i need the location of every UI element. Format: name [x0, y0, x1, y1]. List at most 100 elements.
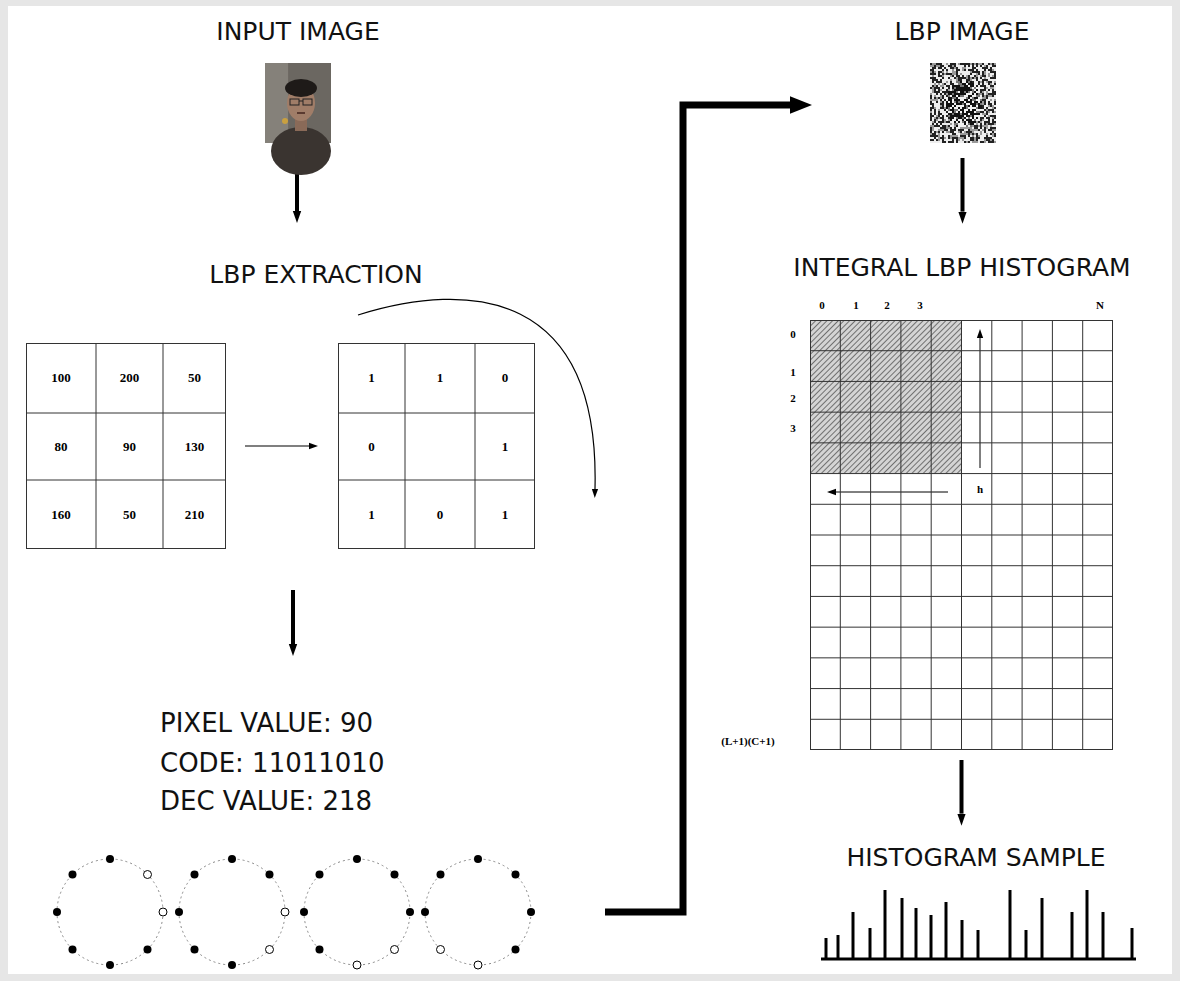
lbp-pixel	[954, 103, 956, 105]
lbp-pixel	[992, 117, 994, 119]
lbp-pixel	[966, 71, 968, 73]
lbp-pixel	[976, 95, 978, 97]
lbp-pixel	[948, 123, 950, 125]
lbp-pixel	[986, 97, 988, 99]
lbp-pixel	[958, 123, 960, 125]
lbp-pixel	[978, 95, 980, 97]
lbp-pixel	[990, 103, 992, 105]
cell-value: 1	[502, 507, 509, 522]
lbp-pixel	[980, 101, 982, 103]
lbp-pixel	[968, 133, 970, 135]
lbp-pixel	[968, 63, 970, 65]
lbp-pixel	[962, 75, 964, 77]
lbp-pixel	[990, 91, 992, 93]
cell-value-text: 0	[368, 439, 375, 454]
lbp-pixel	[934, 73, 936, 75]
lbp-pixel	[944, 129, 946, 131]
lbp-pixel	[988, 69, 990, 71]
lbp-pixel	[952, 79, 954, 81]
lbp-pixel	[976, 133, 978, 135]
lbp-pixel	[994, 139, 996, 141]
neighbour-dot	[191, 871, 199, 879]
cell-value: 0	[368, 439, 375, 454]
lbp-pixel	[988, 103, 990, 105]
lbp-pixel	[932, 115, 934, 117]
lbp-pixel	[952, 105, 954, 107]
cell-value-text: 50	[188, 371, 201, 386]
lbp-pixel	[994, 97, 996, 99]
neighbour-dot	[353, 855, 361, 863]
lbp-pixel	[952, 89, 954, 91]
lbp-pixel	[960, 93, 962, 95]
stage-heading: LBP IMAGE	[895, 18, 1030, 47]
lbp-pixel	[974, 127, 976, 129]
lbp-pixel	[934, 107, 936, 109]
lbp-background	[930, 63, 995, 143]
lbp-pixel	[988, 115, 990, 117]
lbp-pixel	[976, 105, 978, 107]
lbp-pixel	[968, 137, 970, 139]
lbp-pixel	[982, 121, 984, 123]
lbp-pixel	[966, 119, 968, 121]
lbp-pixel	[936, 139, 938, 141]
lbp-pixel	[950, 135, 952, 137]
lbp-pixel	[940, 123, 942, 125]
lbp-pixel	[942, 95, 944, 97]
lbp-pixel	[942, 137, 944, 139]
lbp-pixel	[970, 141, 972, 143]
lbp-pixel	[966, 113, 968, 115]
lbp-pixel	[938, 85, 940, 87]
lbp-pixel	[930, 123, 932, 125]
lbp-pixel	[954, 115, 956, 117]
lbp-pixel	[936, 65, 938, 67]
lbp-pixel	[972, 141, 974, 143]
lbp-pixel	[976, 93, 978, 95]
lbp-pixel	[946, 67, 948, 69]
lbp-pixel	[948, 77, 950, 79]
lbp-pixel	[958, 83, 960, 85]
lbp-pixel	[938, 103, 940, 105]
lbp-pixel	[978, 107, 980, 109]
curved-arrow	[358, 299, 595, 489]
lbp-pixel	[972, 65, 974, 67]
lbp-pixel	[974, 107, 976, 109]
lbp-pixel	[930, 83, 932, 85]
lbp-pixel	[968, 67, 970, 69]
lbp-pixel	[954, 109, 956, 111]
lbp-pixel	[956, 119, 958, 121]
lbp-pixel	[954, 131, 956, 133]
lbp-pixel	[982, 87, 984, 89]
flow-arrow	[961, 158, 965, 212]
lbp-pixel	[962, 111, 964, 113]
grid-line	[810, 412, 1113, 413]
lbp-pixel	[942, 119, 944, 121]
lbp-pixel	[976, 73, 978, 75]
lbp-pixel	[960, 71, 962, 73]
lbp-pixel	[962, 89, 964, 91]
lbp-pixel	[982, 73, 984, 75]
lbp-pixel	[986, 133, 988, 135]
result-line: DEC VALUE: 218	[160, 787, 372, 817]
lbp-pixel	[944, 85, 946, 87]
lbp-pixel	[954, 113, 956, 115]
lbp-pixel	[984, 65, 986, 67]
lbp-pixel	[960, 89, 962, 91]
lbp-pixel	[966, 77, 968, 79]
lbp-pixel	[982, 133, 984, 135]
lbp-pixel	[964, 89, 966, 91]
lbp-pixel	[948, 75, 950, 77]
lbp-pixel	[992, 81, 994, 83]
lbp-pixel	[952, 91, 954, 93]
lbp-pixel	[970, 69, 972, 71]
lbp-pixel	[950, 119, 952, 121]
lbp-pixel	[948, 87, 950, 89]
lbp-pixel	[982, 89, 984, 91]
lbp-pixel	[948, 101, 950, 103]
lbp-pixel	[958, 121, 960, 123]
lbp-pixel	[994, 81, 996, 83]
sampling-circle	[57, 859, 163, 965]
lbp-pixel	[972, 137, 974, 139]
lbp-pixel	[948, 107, 950, 109]
lbp-pixel	[946, 119, 948, 121]
